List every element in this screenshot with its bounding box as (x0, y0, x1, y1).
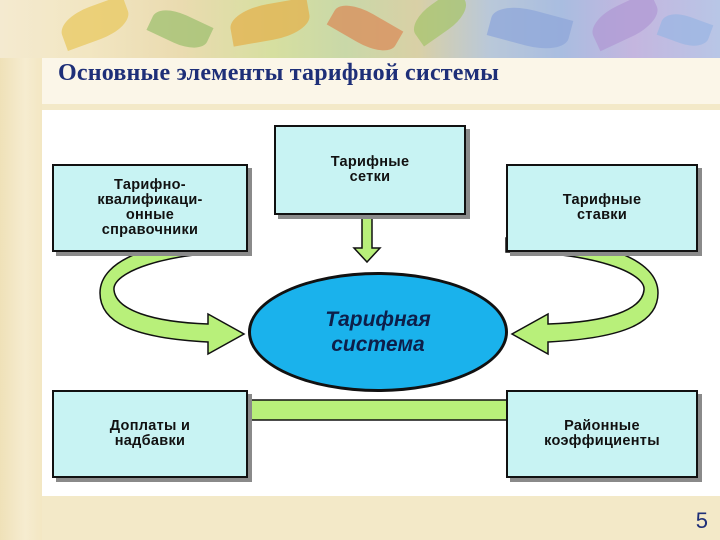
box-regional-coefficients: Районные коэффициенты (506, 390, 698, 478)
box-allowances: Доплаты и надбавки (52, 390, 248, 478)
title-band (42, 58, 720, 104)
leaf-decoration (146, 2, 214, 56)
center-ellipse: Тарифная система (248, 272, 508, 392)
box-tariff-rates: Тарифные ставки (506, 164, 698, 252)
slide-margin (0, 0, 42, 540)
right-curved-arrow (505, 237, 659, 356)
bottom-connector (237, 399, 523, 421)
page-number: 5 (695, 508, 708, 533)
leaf-decoration (656, 8, 714, 52)
left-curved-arrow (99, 237, 249, 356)
box-tariff-grids: Тарифные сетки (274, 125, 466, 215)
box-qualification-handbooks: Тарифно- квалификаци- онные справочники (52, 164, 248, 252)
leaf-decoration (227, 0, 313, 47)
leaf-decoration (326, 0, 404, 58)
leaf-decoration (586, 0, 664, 52)
slide-title: Основные элементы тарифной системы (58, 60, 500, 86)
down-arrow (352, 212, 382, 264)
decorative-banner (0, 0, 720, 58)
leaf-decoration (486, 0, 574, 56)
leaf-decoration (56, 0, 134, 51)
leaf-decoration (406, 0, 474, 47)
